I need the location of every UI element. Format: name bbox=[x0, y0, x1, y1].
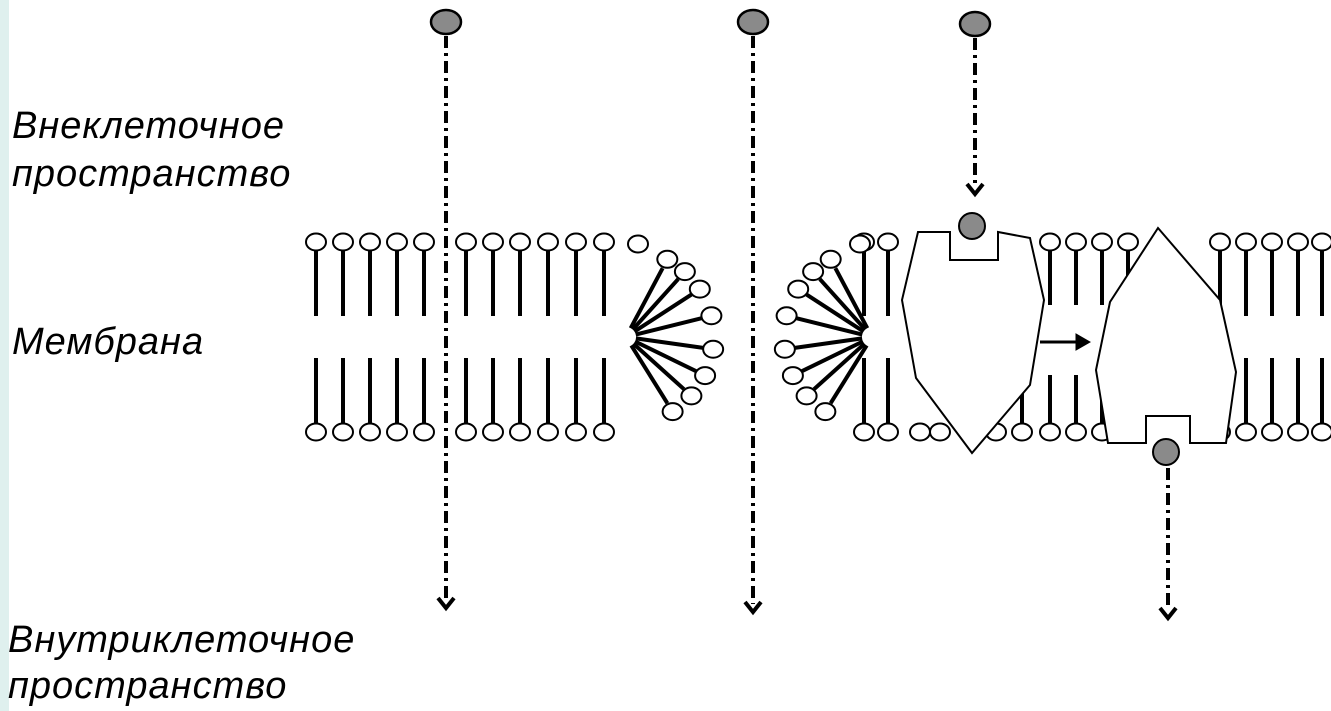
lipid-head bbox=[1039, 422, 1061, 442]
lipid-tail bbox=[805, 292, 865, 334]
lipid-head bbox=[332, 422, 354, 442]
lipid-head bbox=[537, 232, 559, 252]
lipid-head bbox=[359, 232, 381, 252]
lipid-head bbox=[1235, 422, 1257, 442]
arrow-carrier-entry bbox=[965, 182, 985, 198]
lipid-head bbox=[877, 232, 899, 252]
lipid-tail bbox=[818, 277, 867, 331]
lipid-head bbox=[482, 422, 504, 442]
lipid-head bbox=[1235, 232, 1257, 252]
lipid-head bbox=[1039, 232, 1061, 252]
transport-paths bbox=[429, 8, 1178, 622]
lipid-head bbox=[305, 232, 327, 252]
lipid-tail bbox=[629, 344, 670, 405]
lipid-head bbox=[700, 306, 723, 326]
bound-particle bbox=[958, 212, 986, 240]
lipid-head bbox=[909, 422, 931, 442]
lipid-tail bbox=[635, 336, 704, 350]
lipid-head bbox=[680, 386, 703, 406]
lipid-tail bbox=[812, 342, 866, 391]
lipid-head bbox=[305, 422, 327, 442]
lipid-tail bbox=[633, 292, 693, 334]
lipid-head bbox=[1091, 232, 1113, 252]
lipid-head bbox=[1117, 232, 1139, 252]
lipid-head bbox=[627, 234, 649, 254]
lipid-tail bbox=[801, 339, 864, 373]
intracellular-label-line2: пространство bbox=[8, 665, 288, 707]
lipid-head bbox=[853, 422, 875, 442]
lipid-head bbox=[1261, 232, 1283, 252]
lipid-head bbox=[565, 232, 587, 252]
arrow-channel-diffusion bbox=[743, 600, 763, 616]
lipid-head bbox=[1311, 232, 1331, 252]
lipid-head bbox=[819, 249, 842, 269]
lipid-head bbox=[702, 339, 725, 359]
lipid-head bbox=[359, 422, 381, 442]
lipid-head bbox=[775, 306, 798, 326]
lipid-tail bbox=[794, 336, 863, 350]
lipid-head bbox=[455, 232, 477, 252]
lipid-head bbox=[1287, 422, 1309, 442]
lipid-head bbox=[802, 262, 825, 282]
particle-channel bbox=[736, 8, 770, 36]
lipid-head bbox=[509, 232, 531, 252]
intracellular-label-line1: Внутриклеточное bbox=[8, 619, 356, 661]
lipid-tail bbox=[632, 342, 686, 391]
lipid-head bbox=[929, 422, 951, 442]
lipid-head bbox=[565, 422, 587, 442]
lipid-head bbox=[413, 232, 435, 252]
lipid-head bbox=[688, 279, 711, 299]
arrow-carrier-exit bbox=[1158, 606, 1178, 622]
lipid-head bbox=[849, 234, 871, 254]
lipid-head bbox=[656, 249, 679, 269]
lipid-head bbox=[386, 422, 408, 442]
carrier-protein-inward bbox=[1094, 226, 1238, 444]
lipid-head bbox=[455, 422, 477, 442]
lipid-tail bbox=[631, 277, 680, 331]
lipid-head bbox=[795, 386, 818, 406]
lipid-tail bbox=[635, 316, 703, 337]
lipid-head bbox=[1287, 232, 1309, 252]
lipid-head bbox=[509, 422, 531, 442]
lipid-head bbox=[661, 402, 684, 422]
particle-carrier bbox=[958, 10, 992, 38]
lipid-head bbox=[386, 232, 408, 252]
lipid-tail bbox=[628, 267, 665, 330]
lipid-head bbox=[593, 422, 615, 442]
lipid-head bbox=[1209, 232, 1231, 252]
lipid-head bbox=[877, 422, 899, 442]
lipid-tail bbox=[828, 344, 869, 405]
lipid-head bbox=[773, 339, 796, 359]
lipid-head bbox=[673, 262, 696, 282]
arrow-simple-diffusion bbox=[436, 596, 456, 612]
lipid-tail bbox=[634, 339, 697, 373]
extracellular-label-line2: пространство bbox=[12, 153, 292, 195]
lipid-head bbox=[1065, 422, 1087, 442]
lipid-head bbox=[537, 422, 559, 442]
carrier-proteins bbox=[900, 212, 1238, 466]
left-edge-strip bbox=[0, 0, 9, 711]
lipid-head bbox=[413, 422, 435, 442]
lipid-head bbox=[1011, 422, 1033, 442]
lipid-head bbox=[781, 366, 804, 386]
arrow-head bbox=[1075, 333, 1092, 351]
lipid-head bbox=[482, 232, 504, 252]
lipid-head bbox=[1065, 232, 1087, 252]
lipid-head bbox=[787, 279, 810, 299]
particle-diffusion bbox=[429, 8, 463, 36]
extracellular-label-line1: Внеклеточное bbox=[12, 105, 285, 147]
lipid-tail bbox=[795, 316, 863, 337]
lipid-tail bbox=[833, 267, 870, 330]
lipid-head bbox=[694, 366, 717, 386]
lipid-head bbox=[1311, 422, 1331, 442]
lipid-head bbox=[593, 232, 615, 252]
carrier-protein-outward bbox=[900, 230, 1046, 455]
membrane-label: Мембрана bbox=[12, 321, 205, 363]
lipid-head bbox=[332, 232, 354, 252]
lipid-head bbox=[814, 402, 837, 422]
lipid-head bbox=[1261, 422, 1283, 442]
released-particle bbox=[1152, 438, 1180, 466]
